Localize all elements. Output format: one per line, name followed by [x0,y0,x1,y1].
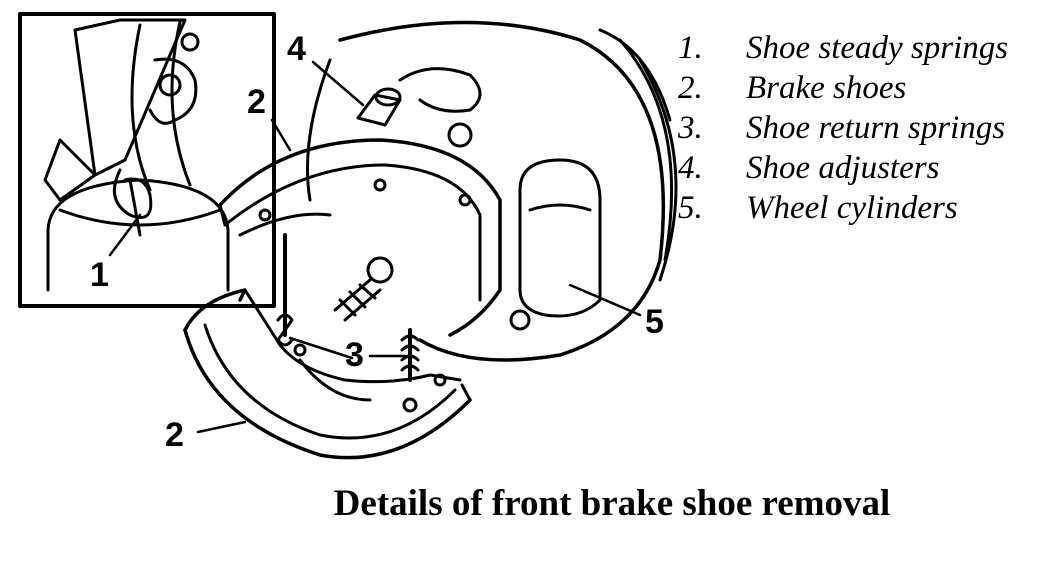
callout-4: 4 [287,30,306,68]
legend-item: 2. Brake shoes [678,68,1008,108]
callout-3: 3 [345,336,364,374]
legend-label: Shoe return springs [746,110,1006,146]
leader-lower-2 [196,420,247,434]
callout-5: 5 [645,303,664,341]
legend-item: 5. Wheel cylinders [678,188,1008,228]
upper-brake-shoe [218,138,502,337]
legend-label: Shoe adjusters [746,150,940,186]
leader-upper-2 [270,118,292,152]
legend-number: 4. [678,150,703,186]
parts-legend: 1. Shoe steady springs 2. Brake shoes 3. Sh… [678,28,1008,228]
callout-lower-2: 2 [165,416,184,454]
leader-4 [311,60,365,107]
legend-number: 2. [678,70,703,106]
leader-3-left [288,336,354,360]
inset-steady-spring-detail [18,12,276,308]
legend-number: 5. [678,190,703,226]
lower-brake-shoe [183,288,472,460]
legend-label: Brake shoes [746,70,907,106]
figure-caption: Details of front brake shoe removal [333,483,891,524]
legend-item: 1. Shoe steady springs [678,28,1008,68]
callout-1: 1 [90,256,109,294]
legend-item: 3. Shoe return springs [678,108,1008,148]
backing-plate [306,20,678,362]
callout-upper-2: 2 [247,83,266,121]
leader-5 [568,283,642,317]
legend-number: 1. [678,30,703,66]
legend-label: Shoe steady springs [746,30,1009,66]
shoe-adjuster-stud [333,87,402,322]
return-springs [276,233,420,382]
legend-label: Wheel cylinders [746,190,958,226]
legend-number: 3. [678,110,703,146]
legend-item: 4. Shoe adjusters [678,148,1008,188]
leader-lines [196,60,642,434]
